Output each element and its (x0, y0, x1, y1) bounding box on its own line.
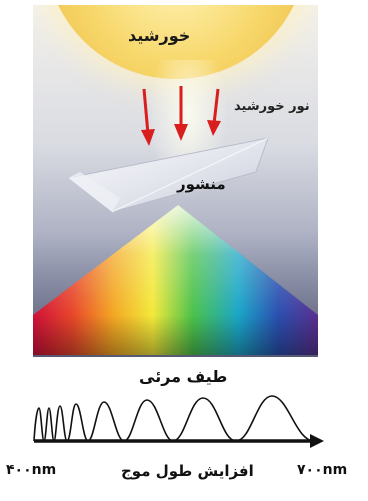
end-wavelength-label: ۷۰۰nm (297, 462, 348, 478)
sunlight-label: نور خورشید (234, 99, 310, 114)
arrow-icon (207, 88, 221, 136)
start-wavelength-label: ۴۰۰nm (6, 462, 57, 478)
sunlight-arrows (141, 86, 221, 146)
spectrum-fan-glow (33, 205, 318, 315)
wavelength-wave (33, 395, 315, 442)
prism (66, 137, 269, 213)
spectrum-bar-shade (33, 315, 318, 355)
wavelength-axis-arrow (34, 434, 324, 448)
sun-label: خورشید (128, 26, 191, 45)
arrow-icon (141, 88, 155, 146)
wavelength-axis-label: افزایش طول موج (121, 462, 254, 480)
arrow-icon (174, 86, 188, 141)
prism-label: منشور (177, 175, 226, 193)
visible-spectrum-label: طیف مرئی (139, 367, 228, 386)
